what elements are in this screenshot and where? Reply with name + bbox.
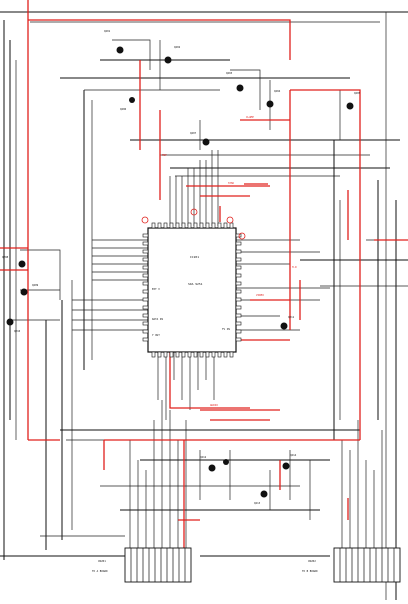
transistor — [223, 459, 229, 465]
ref-label: Q213 — [254, 501, 261, 505]
transistor-q202 — [164, 56, 172, 64]
transistor-q211 — [280, 322, 288, 330]
ref-label: Q208 — [2, 255, 9, 259]
transistor-q203 — [236, 84, 244, 92]
test-point — [238, 232, 246, 240]
connector-name: CN202 — [308, 559, 316, 563]
ref-label: Q207 — [190, 131, 197, 135]
signal-label: CLAMP — [246, 115, 254, 119]
connector-right: CN202 TO B BOARD — [302, 547, 401, 583]
ic-pin-label: EXT V — [152, 287, 160, 291]
ic-pin-label: TV IN — [222, 327, 230, 331]
transistor-q204 — [266, 100, 274, 108]
connector-label: TO A BOARD — [92, 569, 108, 573]
ic-bottom-pins — [151, 351, 234, 358]
signal-label: VIDEO — [256, 293, 264, 297]
component-labels: Q201 Q202 Q203 Q204 Q205 Q206 Q207 Q208 … — [2, 29, 361, 505]
transistor-q214 — [282, 462, 290, 470]
connector-name: CN201 — [98, 559, 106, 563]
transistor-q208 — [18, 260, 26, 268]
ref-label: Q209 — [32, 283, 39, 287]
test-point — [190, 208, 198, 216]
signal-label: FBP — [162, 153, 167, 157]
transistor-q210 — [6, 318, 14, 326]
ref-label: Q202 — [174, 45, 181, 49]
ic-part-number: SDA 9251 — [188, 282, 203, 286]
ic-right-pins — [235, 233, 242, 342]
ref-label: Q206 — [120, 107, 127, 111]
ic-left-pins — [142, 233, 149, 342]
ic-pin-label: Y OUT — [152, 333, 160, 337]
transistor-q201 — [116, 46, 124, 54]
transistor-q206 — [129, 97, 135, 103]
ic-top-pins — [151, 222, 234, 229]
transistor-q209 — [20, 288, 28, 296]
main-ic: IC201 SDA 9251 EXT V DATA IN Y OUT TV IN — [141, 208, 246, 358]
transistor-q207 — [202, 138, 210, 146]
ic-label-top: IC201 — [190, 255, 199, 259]
signal-label: H.D — [292, 265, 297, 269]
ref-label: Q204 — [274, 89, 281, 93]
ref-label: Q201 — [104, 29, 111, 33]
connector-left: CN201 TO A BOARD — [92, 547, 192, 583]
connector-label: TO B BOARD — [302, 569, 318, 573]
ref-label: Q211 — [288, 315, 295, 319]
transistor-q205 — [346, 102, 354, 110]
test-point — [141, 216, 149, 224]
red-signal-wiring — [0, 0, 408, 556]
transistors — [6, 46, 354, 498]
signal-label: AUDIO — [210, 403, 218, 407]
ref-label: Q205 — [354, 91, 361, 95]
ref-label: Q212 — [200, 455, 207, 459]
test-point — [226, 216, 234, 224]
ic-pin-label: DATA IN — [152, 317, 163, 321]
ref-label: Q203 — [226, 71, 233, 75]
ref-label: Q210 — [14, 329, 21, 333]
transistor-q213 — [260, 490, 268, 498]
signal-label: SYNC — [228, 181, 235, 185]
transistor-q212 — [208, 464, 216, 472]
ref-label: Q214 — [290, 453, 297, 457]
